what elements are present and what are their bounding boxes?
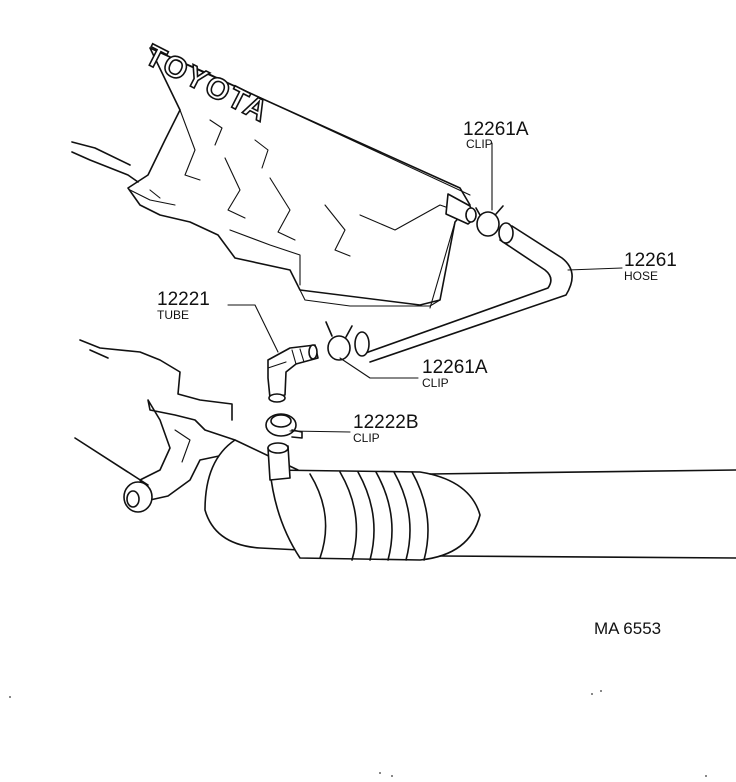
lower-clip (325, 321, 353, 361)
part-name: CLIP (422, 376, 449, 390)
part-number: 12261 (624, 250, 677, 271)
upper-clip (475, 205, 504, 237)
part-name: TUBE (157, 308, 189, 322)
part-number: 12221 (157, 289, 210, 310)
hose (354, 222, 573, 363)
callout-hose: 12261 HOSE (624, 250, 677, 283)
part-number: 12222B (353, 412, 419, 433)
callout-clip-tube: 12222B CLIP (353, 412, 419, 445)
callout-clip-upper: 12261A CLIP (463, 119, 529, 151)
part-name: CLIP (353, 431, 380, 445)
part-name: CLIP (466, 137, 493, 151)
valve-cover (71, 47, 471, 309)
part-name: HOSE (624, 269, 658, 283)
scan-specks (9, 690, 707, 777)
leader-lines (227, 142, 623, 433)
part-number: 12261A (422, 357, 488, 378)
tube-clip (265, 413, 303, 439)
tube-elbow (267, 344, 319, 403)
part-number: 12261A (463, 119, 529, 140)
air-intake-duct (74, 339, 736, 561)
callout-clip-lower: 12261A CLIP (422, 357, 488, 390)
cover-nipple (445, 193, 477, 225)
figure-code: MA 6553 (594, 619, 661, 638)
callout-tube: 12221 TUBE (157, 289, 210, 322)
